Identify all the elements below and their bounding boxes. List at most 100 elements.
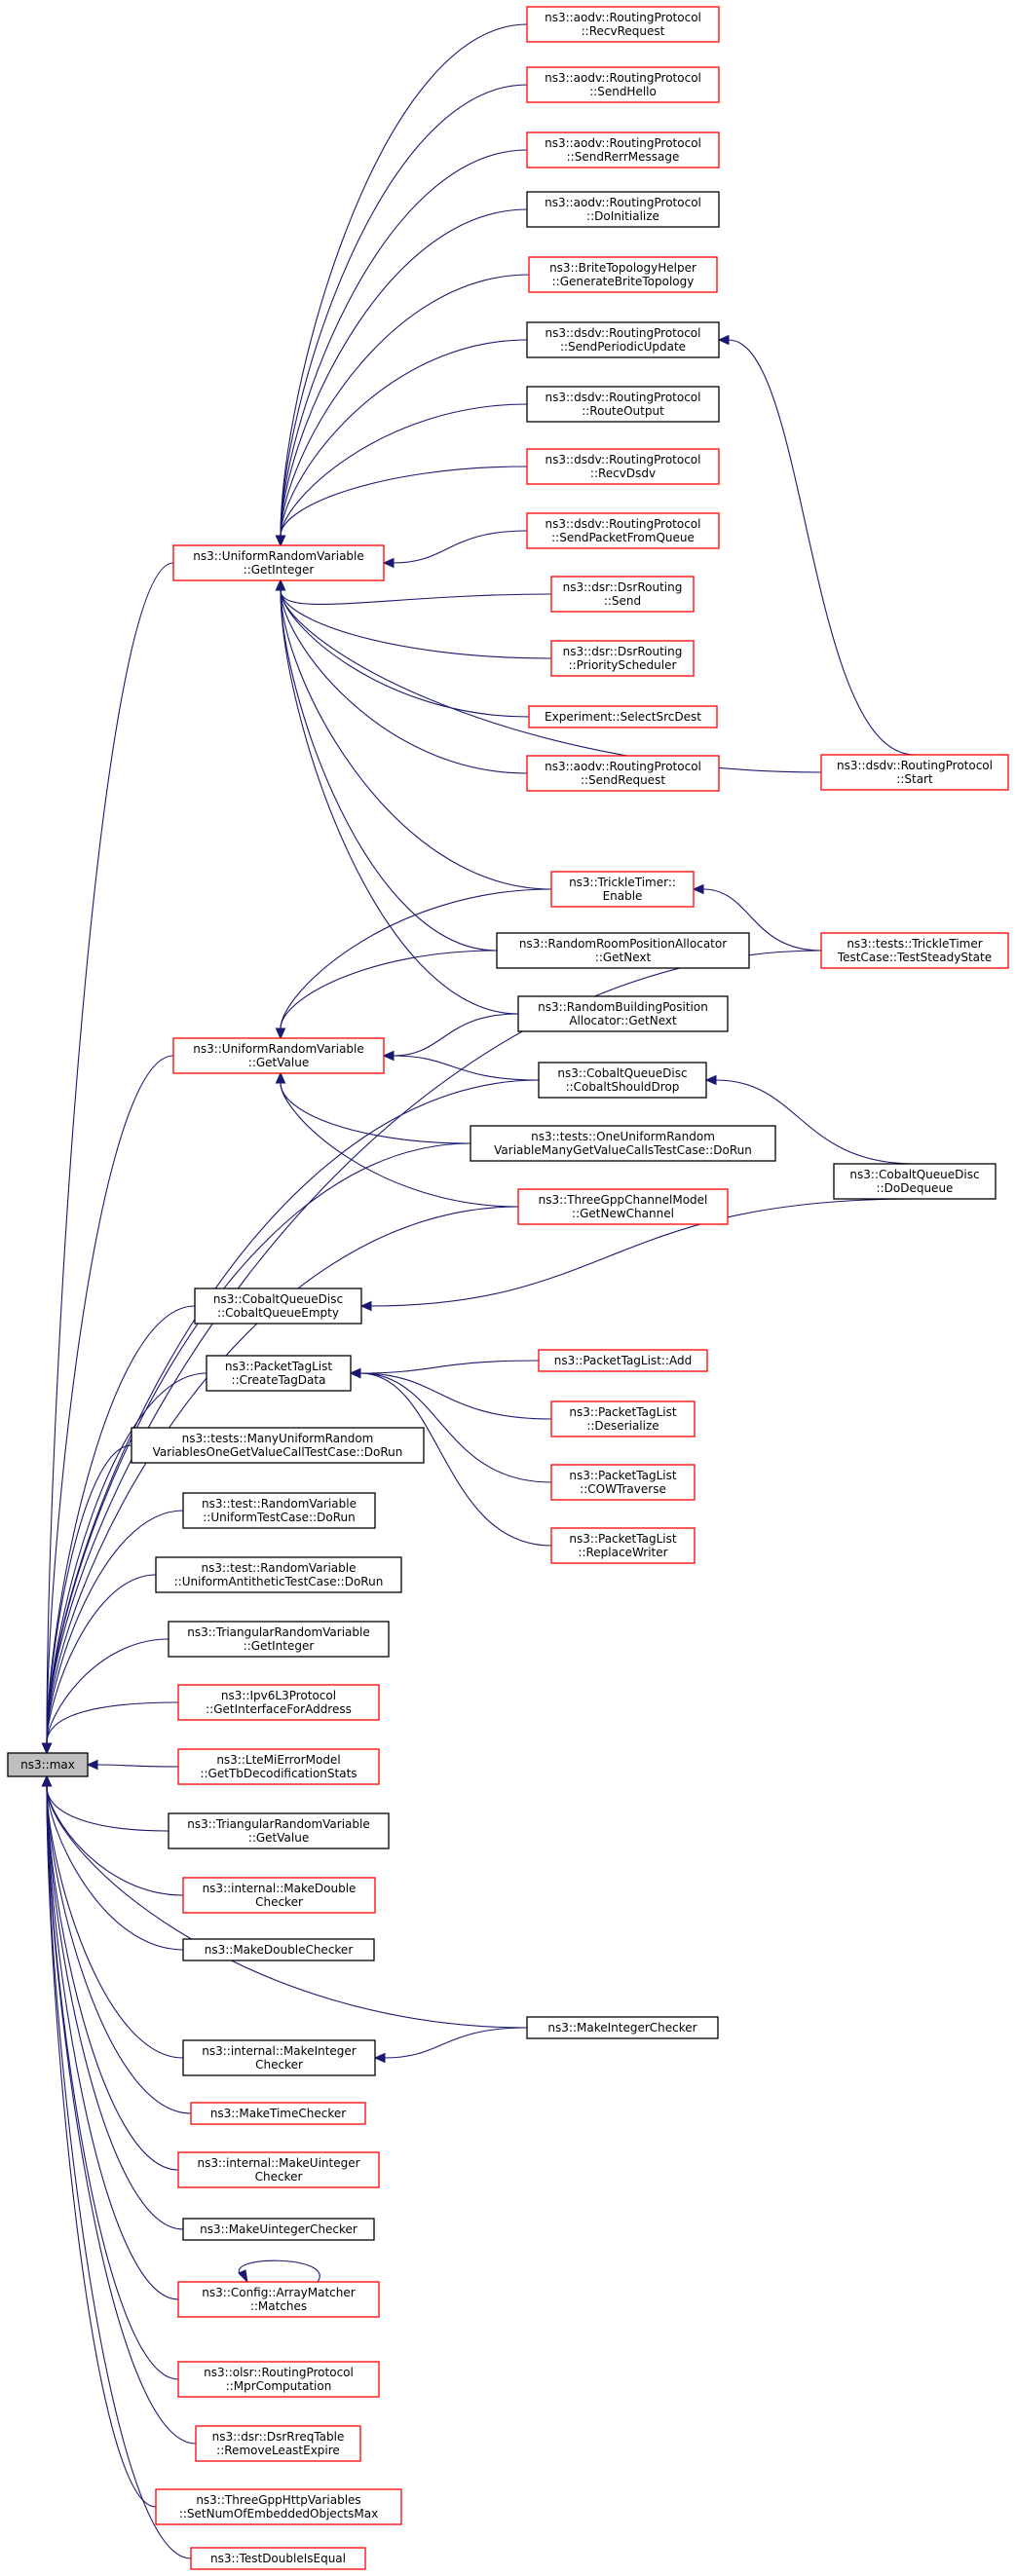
node-dsdv-routeoutput[interactable]: ns3::dsdv::RoutingProtocol::RouteOutput	[526, 386, 720, 423]
node-trickle-enable[interactable]: ns3::TrickleTimer::Enable	[550, 871, 695, 908]
node-triangular-getvalue[interactable]: ns3::TriangularRandomVariable::GetValue	[168, 1812, 390, 1849]
node-label: ::ReplaceWriter	[578, 1546, 667, 1559]
node-label: ::CreateTagData	[232, 1373, 326, 1387]
node-label: ::COWTraverse	[580, 1482, 666, 1496]
node-internal-uinteger[interactable]: ns3::internal::MakeUintegerChecker	[177, 2151, 380, 2188]
node-internal-double[interactable]: ns3::internal::MakeDoubleChecker	[182, 1877, 376, 1914]
edge-arrowhead-58	[41, 1774, 53, 1787]
edge-43	[46, 1638, 169, 1744]
node-box	[7, 1752, 89, 1777]
edge-9	[280, 589, 552, 605]
node-box	[182, 1877, 376, 1914]
edge-self-loop	[238, 2259, 320, 2283]
node-packettag-replace[interactable]: ns3::PacketTagList::ReplaceWriter	[550, 1527, 696, 1564]
node-label: ns3::dsdv::RoutingProtocol	[546, 326, 701, 340]
node-cobalt-dequeue[interactable]: ns3::CobaltQueueDisc::DoDequeue	[833, 1163, 997, 1200]
edge-49	[46, 1785, 528, 2029]
node-packettag-add[interactable]: ns3::PacketTagList::Add	[538, 1349, 708, 1372]
node-label: ::DoInitialize	[586, 209, 659, 223]
node-cobalt-empty[interactable]: ns3::CobaltQueueDisc::CobaltQueueEmpty	[194, 1288, 362, 1325]
node-dsr-send[interactable]: ns3::dsr::DsrRouting::Send	[550, 576, 695, 613]
node-box	[195, 2425, 361, 2462]
node-internal-integer[interactable]: ns3::internal::MakeIntegerChecker	[182, 2039, 376, 2076]
node-aodv-sendrerr[interactable]: ns3::aodv::RoutingProtocol::SendRerrMess…	[526, 131, 720, 168]
node-cobalt-shoulddrop[interactable]: ns3::CobaltQueueDisc::CobaltShouldDrop	[538, 1062, 707, 1099]
node-aodv-recvrequest[interactable]: ns3::aodv::RoutingProtocol::RecvRequest	[526, 6, 720, 43]
node-arraymatcher[interactable]: ns3::Config::ArrayMatcher::Matches	[177, 2281, 380, 2318]
node-randomroom[interactable]: ns3::RandomRoomPositionAllocator::GetNex…	[496, 932, 750, 969]
node-threegpp-channel[interactable]: ns3::ThreeGppChannelModel::GetNewChannel	[517, 1188, 729, 1225]
node-label: ns3::PacketTagList	[569, 1405, 676, 1419]
node-box	[526, 512, 720, 549]
node-dsdv-recvdsdv[interactable]: ns3::dsdv::RoutingProtocol::RecvDsdv	[526, 448, 720, 485]
node-box	[470, 1125, 776, 1162]
node-label: ns3::olsr::RoutingProtocol	[204, 2366, 354, 2379]
node-label: ns3::tests::ManyUniformRandom	[182, 1432, 374, 1445]
node-ipv6l3[interactable]: ns3::Ipv6L3Protocol::GetInterfaceForAddr…	[177, 1684, 380, 1721]
node-olsr-mpr[interactable]: ns3::olsr::RoutingProtocol::MprComputati…	[177, 2361, 380, 2398]
edge-32	[46, 562, 174, 1744]
node-makedouble[interactable]: ns3::MakeDoubleChecker	[182, 1938, 375, 1961]
node-box	[526, 321, 720, 358]
node-dsdv-start[interactable]: ns3::dsdv::RoutingProtocol::Start	[820, 754, 1009, 791]
node-test-rv-uniform[interactable]: ns3::test::RandomVariable::UniformTestCa…	[182, 1492, 376, 1529]
node-brite[interactable]: ns3::BriteTopologyHelper::GenerateBriteT…	[528, 256, 718, 293]
node-label: ns3::ThreeGppChannelModel	[539, 1193, 708, 1207]
edge-24	[280, 1082, 519, 1208]
node-aodv-sendrequest[interactable]: ns3::aodv::RoutingProtocol::SendRequest	[526, 755, 720, 792]
node-dsr-priority[interactable]: ns3::dsr::DsrRouting::PriorityScheduler	[550, 640, 695, 677]
node-randombuilding[interactable]: ns3::RandomBuildingPositionAllocator::Ge…	[517, 995, 729, 1032]
node-label: ns3::dsr::DsrRreqTable	[212, 2430, 345, 2444]
edge-15	[280, 589, 498, 952]
node-box	[526, 2016, 719, 2039]
node-aodv-doinit[interactable]: ns3::aodv::RoutingProtocol::DoInitialize	[526, 191, 720, 228]
node-label: ns3::dsdv::RoutingProtocol	[837, 759, 993, 772]
node-threegpp-http[interactable]: ns3::ThreeGppHttpVariables::SetNumOfEmbe…	[155, 2488, 402, 2525]
edge-17	[728, 339, 916, 756]
edge-31	[384, 2027, 528, 2059]
node-testdouble[interactable]: ns3::TestDoubleIsEqual	[190, 2547, 366, 2570]
node-label: ::GetValue	[248, 1056, 309, 1069]
edge-55	[46, 1785, 179, 2380]
node-triangular-getinteger[interactable]: ns3::TriangularRandomVariable::GetIntege…	[168, 1621, 390, 1658]
edge-42	[46, 1574, 157, 1744]
edge-29	[359, 1372, 552, 1483]
node-label: ::UniformAntitheticTestCase::DoRun	[174, 1575, 384, 1588]
node-makeintegerchecker[interactable]: ns3::MakeIntegerChecker	[526, 2016, 719, 2039]
node-box	[833, 1163, 997, 1200]
node-ltemi[interactable]: ns3::LteMiErrorModel::GetTbDecodificatio…	[177, 1748, 380, 1785]
edge-41	[46, 1510, 184, 1744]
node-max[interactable]: ns3::max	[7, 1752, 89, 1777]
node-label: Enable	[603, 889, 643, 903]
edge-16	[280, 589, 519, 1015]
edge-arrowhead-30	[349, 1367, 361, 1379]
edge-arrowhead-20	[275, 1027, 286, 1040]
node-box	[526, 131, 720, 168]
edge-arrowhead-22	[382, 1050, 395, 1062]
node-test-rv-antithetic[interactable]: ns3::test::RandomVariable::UniformAntith…	[155, 1556, 402, 1593]
node-manyuniform[interactable]: ns3::tests::ManyUniformRandomVariablesOn…	[131, 1427, 425, 1464]
edge-self-loop-arrowhead	[238, 2269, 248, 2284]
node-label: ns3::tests::TrickleTimer	[847, 937, 982, 951]
node-dsdv-sendperiodic[interactable]: ns3::dsdv::RoutingProtocol::SendPeriodic…	[526, 321, 720, 358]
node-oneuniform[interactable]: ns3::tests::OneUniformRandomVariableMany…	[470, 1125, 776, 1162]
node-label: ns3::CobaltQueueDisc	[849, 1168, 979, 1181]
node-trickle-test[interactable]: ns3::tests::TrickleTimerTestCase::TestSt…	[820, 932, 1009, 969]
node-urv-getinteger[interactable]: ns3::UniformRandomVariable::GetInteger	[172, 544, 385, 581]
node-experiment[interactable]: Experiment::SelectSrcDest	[528, 705, 718, 728]
node-label: ns3::aodv::RoutingProtocol	[545, 71, 701, 85]
edge-14	[280, 589, 552, 890]
node-dsdv-sendpacket[interactable]: ns3::dsdv::RoutingProtocol::SendPacketFr…	[526, 512, 720, 549]
node-label: ns3::Ipv6L3Protocol	[221, 1689, 336, 1702]
edge-30	[359, 1372, 552, 1547]
node-dsr-rreq[interactable]: ns3::dsr::DsrRreqTable::RemoveLeastExpir…	[195, 2425, 361, 2462]
node-label: ::Send	[604, 594, 641, 608]
node-aodv-sendhello[interactable]: ns3::aodv::RoutingProtocol::SendHello	[526, 66, 720, 103]
node-maketime[interactable]: ns3::MakeTimeChecker	[190, 2102, 366, 2125]
node-packettag-create[interactable]: ns3::PacketTagList::CreateTagData	[206, 1355, 352, 1392]
node-urv-getvalue[interactable]: ns3::UniformRandomVariable::GetValue	[172, 1037, 385, 1074]
node-packettag-deser[interactable]: ns3::PacketTagList::Deserialize	[550, 1400, 696, 1437]
node-packettag-cow[interactable]: ns3::PacketTagList::COWTraverse	[550, 1464, 696, 1501]
node-label: ns3::internal::MakeInteger	[202, 2044, 357, 2058]
node-makeuinteger[interactable]: ns3::MakeUintegerChecker	[182, 2218, 375, 2241]
